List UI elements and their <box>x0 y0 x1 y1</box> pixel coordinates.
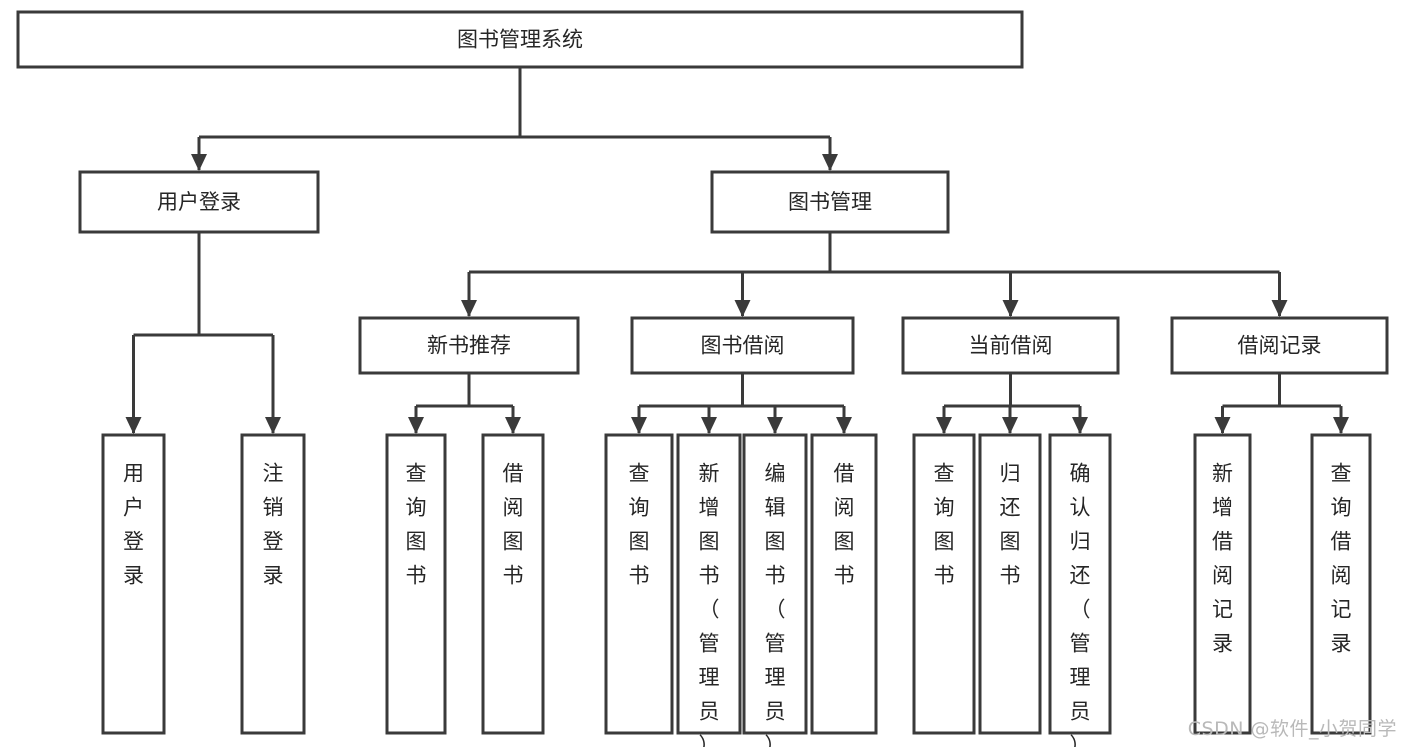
node-leaf-query-borrow-record[interactable]: 查询借阅记录 <box>1310 433 1372 735</box>
node-label-root: 图书管理系统 <box>457 28 583 52</box>
arrow-icon-to-leaf-user-login <box>125 417 142 434</box>
node-label-leaf-borrow-book: 借阅图书 <box>834 462 855 588</box>
node-label-book-manage: 图书管理 <box>788 190 872 214</box>
node-box-leaf-add-book-admin <box>676 433 742 735</box>
node-box-book-manage <box>710 170 950 234</box>
node-leaf-edit-book-admin[interactable]: 编辑图书（管理员） <box>742 433 808 747</box>
node-box-leaf-user-login <box>101 433 166 735</box>
node-box-user-login <box>78 170 320 234</box>
node-leaf-query-book-recommend[interactable]: 查询图书 <box>385 433 447 735</box>
node-book-borrow[interactable]: 图书借阅 <box>630 316 855 375</box>
node-leaf-query-book[interactable]: 查询图书 <box>604 433 674 735</box>
node-box-current-borrow <box>901 316 1120 375</box>
node-label-leaf-confirm-return-admin: 确认归还（管理员） <box>1070 462 1091 747</box>
node-leaf-logout[interactable]: 注销登录 <box>240 433 306 735</box>
node-box-leaf-borrow-book-recommend <box>481 433 545 735</box>
node-label-leaf-add-book-admin: 新增图书（管理员） <box>699 462 720 747</box>
node-label-leaf-query-book-recommend: 查询图书 <box>406 462 427 588</box>
arrow-icon-to-borrow-record <box>1271 300 1288 317</box>
node-borrow-record[interactable]: 借阅记录 <box>1170 316 1389 375</box>
arrow-icon-to-leaf-confirm-return-admin <box>1072 417 1088 434</box>
node-label-leaf-add-borrow-record: 新增借阅记录 <box>1212 462 1233 656</box>
node-label-leaf-query-book-current: 查询图书 <box>934 462 955 588</box>
arrow-icon-to-leaf-edit-book-admin <box>767 417 783 434</box>
node-box-leaf-query-borrow-record <box>1310 433 1372 735</box>
arrow-icon-to-book-borrow <box>734 300 751 317</box>
arrow-icon-to-leaf-query-book <box>631 417 647 434</box>
node-box-root <box>16 10 1024 69</box>
arrow-icon-to-leaf-query-book-recommend <box>408 417 424 434</box>
node-leaf-borrow-book-recommend[interactable]: 借阅图书 <box>481 433 545 735</box>
arrow-icon-to-book-manage <box>822 154 838 171</box>
node-box-leaf-borrow-book <box>810 433 878 735</box>
watermark-csdn: CSDN @软件_小贺同学 <box>1187 718 1397 740</box>
node-label-leaf-user-login: 用户登录 <box>123 462 144 588</box>
edges-layer <box>125 67 1349 434</box>
node-user-login[interactable]: 用户登录 <box>78 170 320 234</box>
node-label-borrow-record: 借阅记录 <box>1238 334 1322 358</box>
nodes-layer: 图书管理系统用户登录图书管理新书推荐图书借阅当前借阅借阅记录用户登录注销登录查询… <box>16 10 1389 747</box>
node-box-leaf-edit-book-admin <box>742 433 808 735</box>
node-box-leaf-query-book-recommend <box>385 433 447 735</box>
arrow-icon-to-leaf-logout <box>265 417 281 434</box>
node-box-leaf-logout <box>240 433 306 735</box>
node-box-leaf-return-book <box>978 433 1042 735</box>
node-box-leaf-add-borrow-record <box>1193 433 1252 735</box>
arrow-icon-to-leaf-query-book-current <box>936 417 952 434</box>
node-book-manage[interactable]: 图书管理 <box>710 170 950 234</box>
arrow-icon-to-leaf-return-book <box>1002 417 1018 434</box>
node-leaf-borrow-book[interactable]: 借阅图书 <box>810 433 878 735</box>
node-leaf-query-book-current[interactable]: 查询图书 <box>912 433 976 735</box>
arrow-icon-to-user-login <box>191 154 207 171</box>
arrow-icon-to-leaf-add-borrow-record <box>1214 417 1231 434</box>
node-box-leaf-query-book <box>604 433 674 735</box>
arrow-icon-to-leaf-borrow-book-recommend <box>505 417 521 434</box>
node-label-leaf-return-book: 归还图书 <box>1000 462 1021 588</box>
node-label-new-book-recommend: 新书推荐 <box>427 334 511 358</box>
node-box-leaf-confirm-return-admin <box>1048 433 1112 735</box>
node-current-borrow[interactable]: 当前借阅 <box>901 316 1120 375</box>
node-box-new-book-recommend <box>358 316 580 375</box>
arrow-icon-to-leaf-add-book-admin <box>701 417 717 434</box>
arrow-icon-to-current-borrow <box>1002 300 1019 317</box>
node-label-leaf-borrow-book-recommend: 借阅图书 <box>503 462 524 588</box>
node-label-leaf-query-borrow-record: 查询借阅记录 <box>1331 462 1352 656</box>
node-new-book-recommend[interactable]: 新书推荐 <box>358 316 580 375</box>
node-box-book-borrow <box>630 316 855 375</box>
node-label-user-login: 用户登录 <box>157 190 241 214</box>
node-leaf-add-borrow-record[interactable]: 新增借阅记录 <box>1193 433 1252 735</box>
node-label-leaf-edit-book-admin: 编辑图书（管理员） <box>765 462 786 747</box>
node-label-leaf-query-book: 查询图书 <box>629 462 650 588</box>
node-label-current-borrow: 当前借阅 <box>969 334 1053 358</box>
node-root[interactable]: 图书管理系统 <box>16 10 1024 69</box>
node-box-leaf-query-book-current <box>912 433 976 735</box>
node-leaf-user-login[interactable]: 用户登录 <box>101 433 166 735</box>
node-box-borrow-record <box>1170 316 1389 375</box>
node-label-leaf-logout: 注销登录 <box>263 462 284 588</box>
arrow-icon-to-new-book-recommend <box>461 300 477 317</box>
arrow-icon-to-leaf-query-borrow-record <box>1333 417 1349 434</box>
node-label-book-borrow: 图书借阅 <box>701 334 785 358</box>
node-leaf-return-book[interactable]: 归还图书 <box>978 433 1042 735</box>
node-leaf-add-book-admin[interactable]: 新增图书（管理员） <box>676 433 742 747</box>
arrow-icon-to-leaf-borrow-book <box>836 417 852 434</box>
node-leaf-confirm-return-admin[interactable]: 确认归还（管理员） <box>1048 433 1112 747</box>
